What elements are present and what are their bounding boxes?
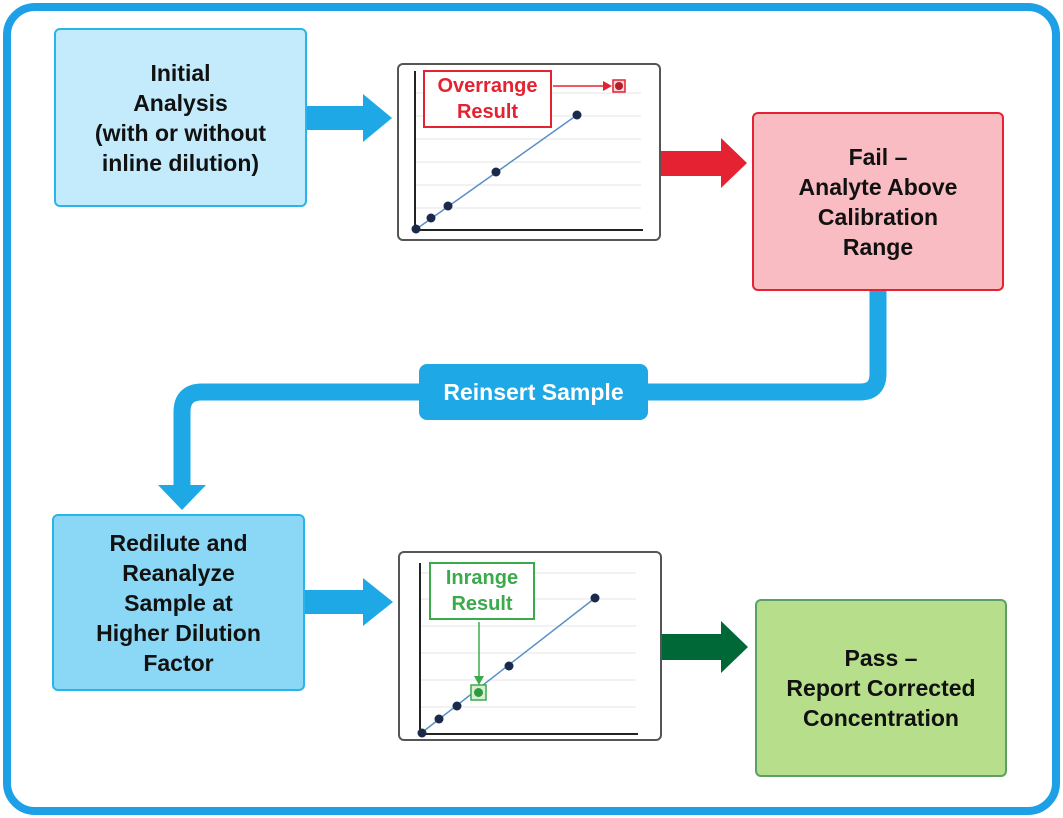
outer-frame (3, 3, 1060, 815)
inrange-callout: Inrange Result (429, 562, 535, 620)
overrange-callout: Overrange Result (423, 70, 552, 128)
calibration-point (417, 728, 427, 738)
inrange-pointer-head (474, 676, 484, 685)
calibration-point (590, 593, 600, 603)
calibration-point (504, 661, 514, 671)
step-pass: Pass – Report Corrected Concentration (755, 599, 1007, 777)
arrow-initial-to-plot (307, 94, 392, 142)
arrow-plot-to-fail (661, 138, 747, 188)
overrange-sample-point (615, 82, 623, 90)
arrow-plot-to-pass (662, 621, 748, 673)
inrange-points (417, 593, 600, 738)
step-initial-analysis: Initial Analysis (with or without inline… (54, 28, 307, 207)
step-redilute: Redilute and Reanalyze Sample at Higher … (52, 514, 305, 691)
calibration-point (426, 213, 436, 223)
overrange-pointer-head (603, 81, 612, 91)
step-fail: Fail – Analyte Above Calibration Range (752, 112, 1004, 291)
overrange-plot-graphic (411, 71, 643, 234)
calibration-point (491, 167, 501, 177)
inrange-sample-point (474, 688, 483, 697)
arrow-redilute-to-plot (305, 578, 393, 626)
loop-label: Reinsert Sample (419, 364, 648, 420)
loop-arrowhead (158, 485, 206, 510)
calibration-point (443, 201, 453, 211)
overrange-points (411, 110, 582, 234)
inrange-plot-graphic (417, 563, 638, 738)
calibration-point (434, 714, 444, 724)
calibration-point (452, 701, 462, 711)
calibration-point (411, 224, 421, 234)
calibration-point (572, 110, 582, 120)
